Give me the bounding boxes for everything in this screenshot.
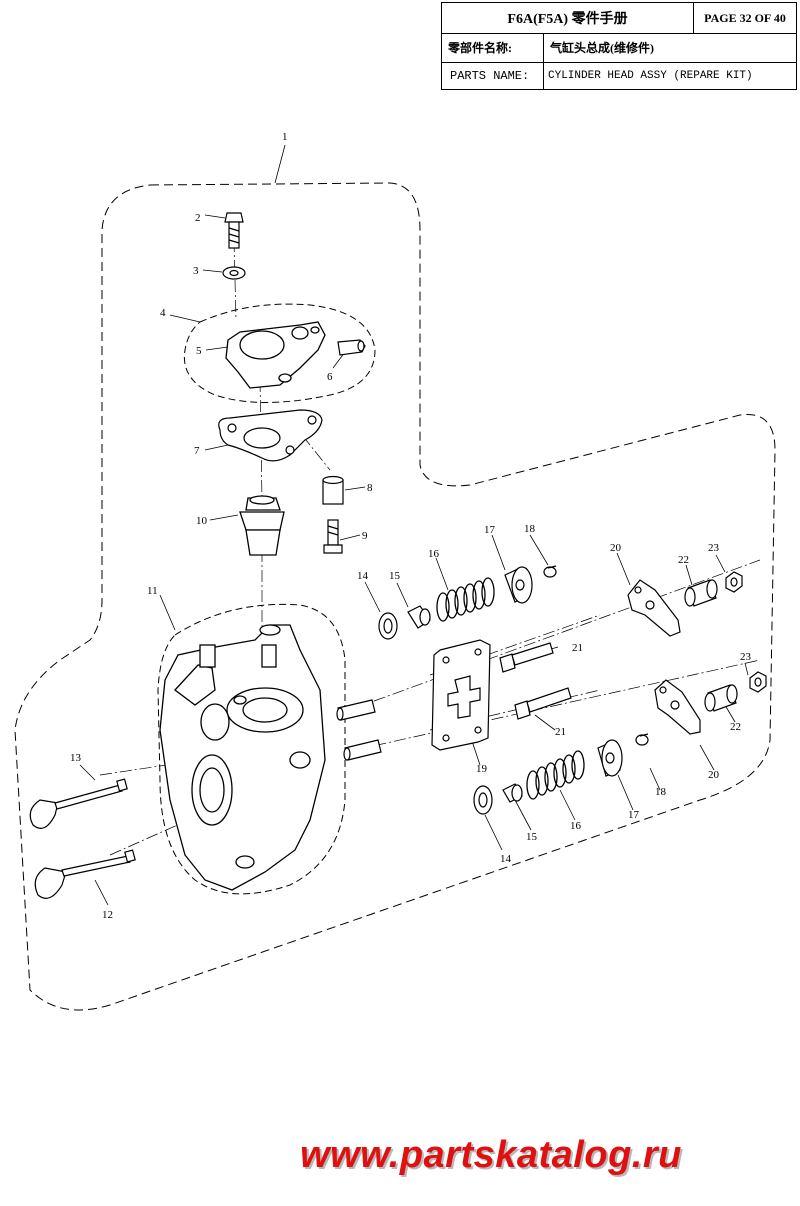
callout-18b: 18 [655, 786, 667, 798]
callout-21a: 21 [572, 642, 583, 654]
callout-20b: 20 [708, 769, 720, 781]
title-row: F6A(F5A) 零件手册 PAGE 32 OF 40 [442, 3, 796, 34]
callout-21b: 21 [555, 726, 566, 738]
assembly-outline [14, 182, 776, 1011]
part-springs-16 [436, 577, 585, 800]
callout-22b: 22 [730, 721, 741, 733]
part-sleeve-8 [322, 475, 344, 505]
callout-16a: 16 [428, 548, 440, 560]
callout-15a: 15 [389, 570, 401, 582]
callout-8: 8 [367, 482, 373, 494]
part-rocker-arms-20 [627, 579, 701, 735]
part-plate-19 [431, 639, 491, 751]
part-guides [336, 699, 382, 761]
callout-15b: 15 [526, 831, 538, 843]
callout-12: 12 [102, 909, 113, 921]
callout-23b: 23 [740, 651, 752, 663]
callout-23a: 23 [708, 542, 720, 554]
part-gasket-7 [218, 409, 323, 462]
callout-labels: 1 2 3 4 5 6 7 8 9 10 11 13 12 14 15 16 1… [70, 131, 752, 921]
cn-part-name: 气缸头总成(维修件) [550, 41, 654, 55]
subassembly-outline-11 [157, 603, 346, 895]
callout-22a: 22 [678, 554, 689, 566]
callout-20a: 20 [610, 542, 622, 554]
callout-4: 4 [160, 307, 166, 319]
part-nuts-23 [725, 571, 767, 693]
page-indicator: PAGE 32 OF 40 [704, 10, 786, 25]
title-block: F6A(F5A) 零件手册 PAGE 32 OF 40 零部件名称: 气缸头总成… [441, 2, 797, 90]
en-part-name: CYLINDER HEAD ASSY (REPARE KIT) [548, 69, 753, 82]
part-bolt-2 [224, 212, 244, 249]
part-valve-12 [34, 849, 136, 899]
callout-1: 1 [282, 131, 288, 143]
part-screw-9 [323, 519, 343, 554]
part-cover-5 [225, 321, 326, 389]
callout-18a: 18 [524, 523, 536, 535]
callout-19: 19 [476, 763, 488, 775]
part-washer-3 [222, 266, 246, 280]
callout-2: 2 [195, 212, 201, 224]
callout-3: 3 [193, 265, 199, 277]
callout-5: 5 [196, 345, 202, 357]
part-pivots-22 [684, 579, 738, 712]
callout-14b: 14 [500, 853, 512, 865]
callout-13: 13 [70, 752, 82, 764]
part-thermostat-10 [239, 495, 285, 556]
model-title: F6A(F5A) 零件手册 [442, 3, 694, 33]
callout-17b: 17 [628, 809, 640, 821]
part-fitting-6 [337, 339, 366, 356]
en-name-row: PARTS NAME: CYLINDER HEAD ASSY (REPARE K… [442, 62, 796, 89]
callout-6: 6 [327, 371, 333, 383]
part-retainers-17 [504, 566, 623, 777]
callout-7: 7 [194, 445, 200, 457]
en-name-label: PARTS NAME: [442, 62, 544, 89]
cn-name-label: 零部件名称: [442, 33, 544, 62]
part-valve-13 [29, 778, 128, 829]
part-cylinder-head-11 [159, 624, 326, 891]
callout-14a: 14 [357, 570, 369, 582]
part-seals-15 [407, 605, 523, 803]
watermark-link[interactable]: www.partskatalog.ru [300, 1134, 682, 1176]
part-keepers-18 [543, 565, 649, 746]
part-washers-14 [378, 612, 493, 815]
part-studs-21 [499, 642, 572, 720]
callout-9: 9 [362, 530, 368, 542]
callout-16b: 16 [570, 820, 582, 832]
callout-10: 10 [196, 515, 208, 527]
callout-17a: 17 [484, 524, 496, 536]
cn-name-row: 零部件名称: 气缸头总成(维修件) [442, 33, 796, 63]
callout-11: 11 [147, 585, 158, 597]
